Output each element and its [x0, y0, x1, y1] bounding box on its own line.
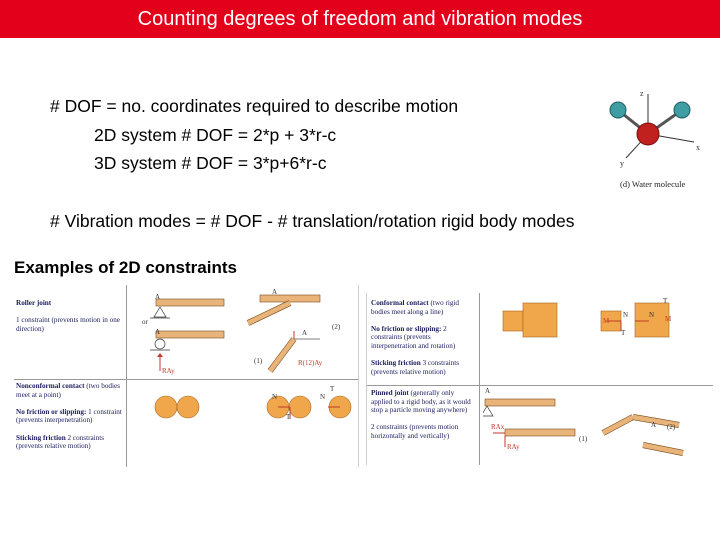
water-molecule-figure: z x y	[600, 86, 710, 198]
nonconformal-diagram	[154, 395, 352, 419]
pinned-joint-cell: Pinned joint (generally only applied to …	[371, 389, 477, 441]
nonconformal-cell: Nonconformal contact (two bodies meet at…	[16, 382, 124, 451]
vibration-modes-formula: # Vibration modes = # DOF - # translatio…	[50, 211, 575, 231]
pinned-label-two: (2)	[667, 423, 676, 431]
water-molecule-icon: z x y	[609, 89, 700, 168]
conformal-title: Conformal contact	[371, 299, 429, 307]
axis-z-label: z	[640, 89, 644, 98]
examples-heading: Examples of 2D constraints	[14, 258, 237, 277]
conformal-label-m: M	[603, 317, 610, 325]
pinned-joint-constraints: 2 constraints (prevents motion horizonta…	[371, 423, 459, 440]
conformal-label-n: N	[623, 311, 629, 319]
conformal-cell: Conformal contact (two rigid bodies meet…	[371, 299, 477, 376]
dof-3d-formula: 3D system # DOF = 3*p+6*r-c	[94, 153, 327, 173]
constraints-table-right: Conformal contact (two rigid bodies meet…	[366, 293, 713, 465]
roller-reaction-label: RAy	[162, 367, 175, 375]
axis-y-label: y	[620, 159, 624, 168]
conformal-label-n2: N	[649, 311, 655, 319]
pinned-joint-title: Pinned joint	[371, 389, 409, 397]
title-bar: Counting degrees of freedom and vibratio…	[0, 0, 720, 38]
nonconformal-sticking-title: Sticking friction	[16, 433, 66, 442]
slide-title: Counting degrees of freedom and vibratio…	[137, 8, 583, 30]
nonconformal-label-t: T	[286, 413, 291, 421]
pinned-label-ray: RAy	[507, 443, 520, 451]
column-divider	[479, 293, 480, 465]
conformal-sticking-desc: 3 constraints (prevents relative motion)	[371, 359, 460, 376]
nonconformal-nofriction-title: No friction or slipping:	[16, 407, 87, 416]
link-label-a: A	[272, 288, 278, 296]
row-divider	[367, 385, 713, 386]
link-label-two: (2)	[332, 323, 341, 331]
conformal-subtitle: (two rigid bodies meet along a line)	[371, 299, 460, 316]
dof-definition: # DOF = no. coordinates required to desc…	[50, 96, 459, 116]
axis-x-label: x	[696, 143, 700, 152]
molecule-caption: (d) Water molecule	[620, 179, 686, 189]
roller-label-a2: A	[155, 328, 161, 336]
link-label-one: (1)	[254, 357, 263, 365]
nonconformal-sticking-desc: 2 constraints (prevents relative motion)	[16, 433, 105, 451]
roller-label-a1: A	[155, 293, 161, 301]
pinned-label-one: (1)	[579, 435, 588, 443]
link-label-a2: A	[302, 329, 308, 337]
pinned-joint-diagram	[483, 398, 684, 456]
conformal-diagram	[502, 302, 670, 338]
roller-joint-desc: 1 constraint (prevents motion in one dir…	[16, 316, 120, 333]
dof-2d-formula: 2D system # DOF = 2*p + 3*r-c	[94, 125, 337, 145]
pinned-label-rax: RAx	[491, 423, 505, 431]
nonconformal-title: Nonconformal contact	[16, 382, 85, 390]
pinned-joint-desc: (generally only applied to a rigid body,…	[371, 389, 471, 415]
roller-joint-diagram	[150, 294, 321, 373]
nonconformal-label-t2: T	[330, 385, 335, 393]
nonconformal-subtitle: (two bodies meet at a point)	[16, 382, 121, 399]
column-divider	[126, 285, 127, 467]
conformal-label-t: T	[621, 329, 626, 337]
conformal-label-t2: T	[663, 297, 668, 305]
nonconformal-label-n2: N	[320, 393, 326, 401]
row-divider	[14, 379, 358, 380]
conformal-sticking-title: Sticking friction	[371, 359, 421, 368]
constraints-table-left: Roller joint 1 constraint (prevents moti…	[14, 285, 359, 467]
conformal-label-m2: M	[665, 315, 672, 323]
conformal-nofriction-title: No friction or slipping:	[371, 324, 442, 333]
roller-or-label: or	[142, 318, 148, 326]
roller-joint-title: Roller joint	[16, 299, 52, 307]
pinned-label-a2: A	[651, 421, 657, 429]
conformal-nofriction-desc: 2 constraints (prevents interpenetration…	[371, 324, 456, 350]
nonconformal-label-n: N	[272, 393, 278, 401]
roller-joint-cell: Roller joint 1 constraint (prevents moti…	[16, 299, 124, 333]
nonconformal-nofriction-desc: 1 constraint (prevents interpenetration)	[16, 407, 122, 425]
link-reaction-label: R(12)Ay	[298, 359, 323, 367]
pinned-label-a: A	[485, 387, 491, 395]
